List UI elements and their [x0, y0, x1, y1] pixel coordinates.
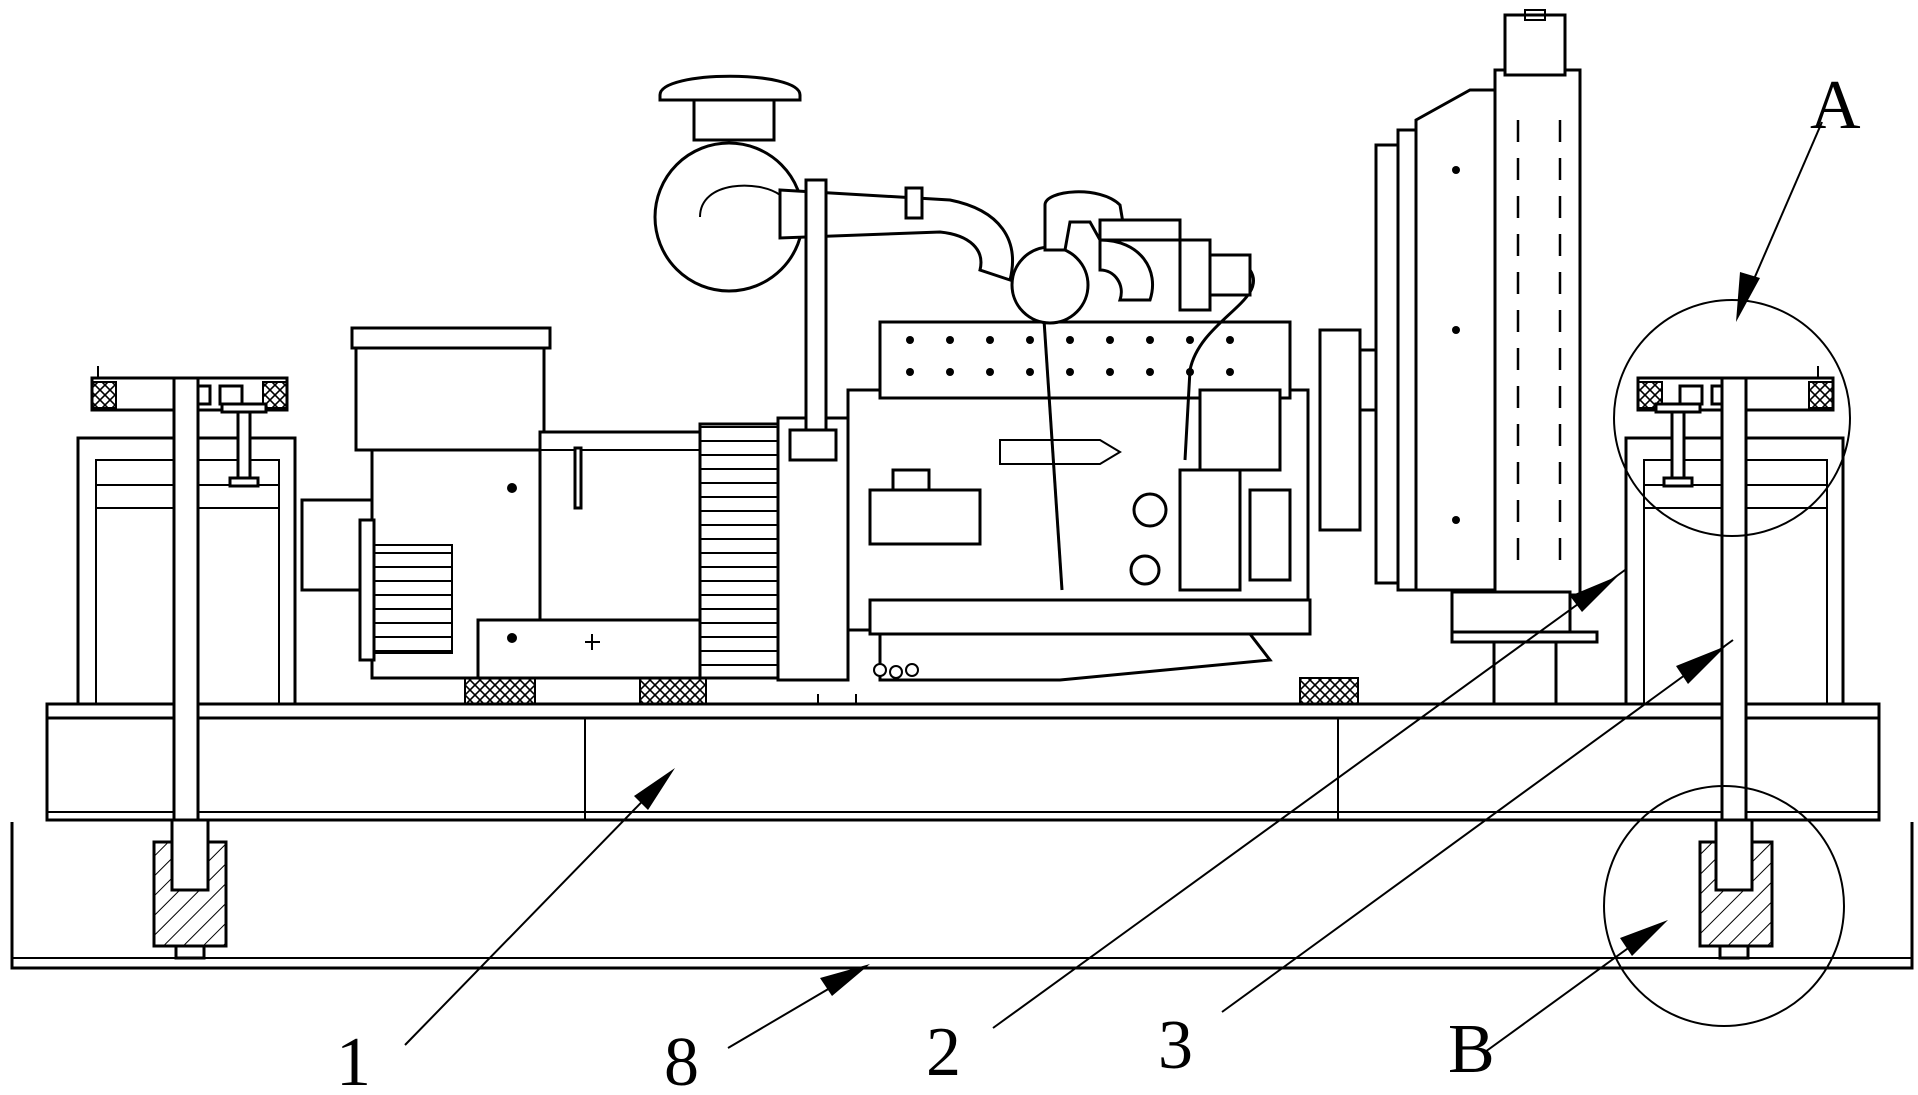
detail-circle-a	[1613, 299, 1851, 537]
callout-1: 1	[336, 1024, 371, 1095]
callout-3: 3	[1158, 1007, 1193, 1084]
right-support-stand	[1624, 366, 1845, 960]
bottom-tray	[10, 822, 1914, 970]
callout-2: 2	[926, 1014, 961, 1091]
air-intake	[653, 74, 1252, 432]
left-support-stand	[76, 366, 297, 960]
alternator	[300, 326, 850, 682]
callout-a: A	[1810, 67, 1861, 144]
engine	[464, 259, 1359, 705]
radiator	[1318, 9, 1599, 704]
detail-circle-b	[1603, 785, 1845, 1027]
base-frame	[45, 702, 1881, 822]
callout-8: 8	[664, 1024, 699, 1095]
callout-b: B	[1448, 1011, 1495, 1088]
leader-lines	[404, 121, 1823, 1053]
